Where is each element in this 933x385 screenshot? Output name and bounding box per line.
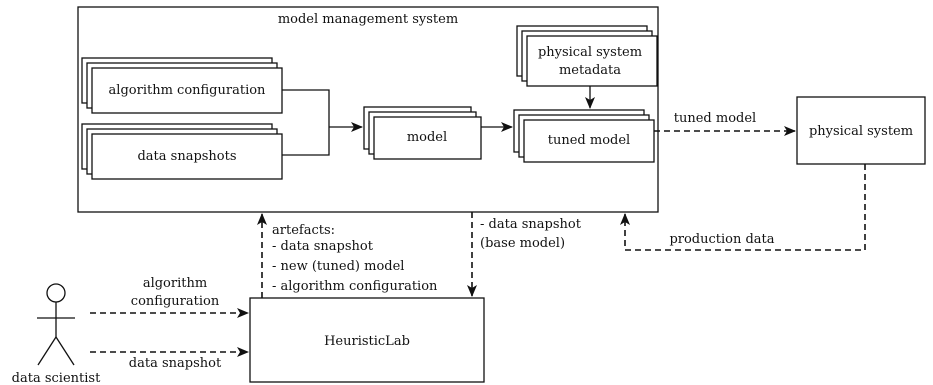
request-line1: - data snapshot [480,217,582,232]
merge-connector [282,89,330,156]
algorithm-configuration-node: algorithm configuration [81,57,283,114]
model-node: model [363,106,482,160]
psm-label-line1: physical system [538,45,642,60]
tuned-model-node: tuned model [513,109,655,163]
algorithm-configuration-label: algorithm configuration [109,83,267,98]
edge-data-snapshot-label: data snapshot [129,356,222,371]
tuned-model-label: tuned model [548,133,630,148]
edge-production-data [620,164,866,251]
edge-algcfg-line1: algorithm [143,276,207,291]
physical-system-metadata-node: physical system metadata [516,25,658,87]
mms-title: model management system [278,12,458,27]
artefacts-label-group: artefacts: - data snapshot - new (tuned)… [272,223,438,294]
heuristiclab-label: HeuristicLab [324,334,410,349]
physical-system-box [796,96,926,165]
artefacts-item: - algorithm configuration [272,279,438,294]
artefacts-item: - data snapshot [272,239,374,254]
model-label: model [407,130,447,145]
physical-system-label: physical system [809,124,913,139]
artefacts-title: artefacts: [272,223,335,238]
data-snapshots-label: data snapshots [137,149,236,164]
data-scientist-icon [37,283,75,366]
data-snapshots-node: data snapshots [81,123,283,180]
edge-tuned-model-label: tuned model [674,111,756,126]
data-scientist-label: data scientist [12,371,101,385]
artefacts-item: - new (tuned) model [272,259,404,274]
edge-algcfg-line2: configuration [131,294,220,309]
edge-production-data-label: production data [669,232,774,247]
request-line2: (base model) [480,236,565,251]
heuristiclab-box [249,297,485,383]
psm-label-line2: metadata [559,63,621,78]
